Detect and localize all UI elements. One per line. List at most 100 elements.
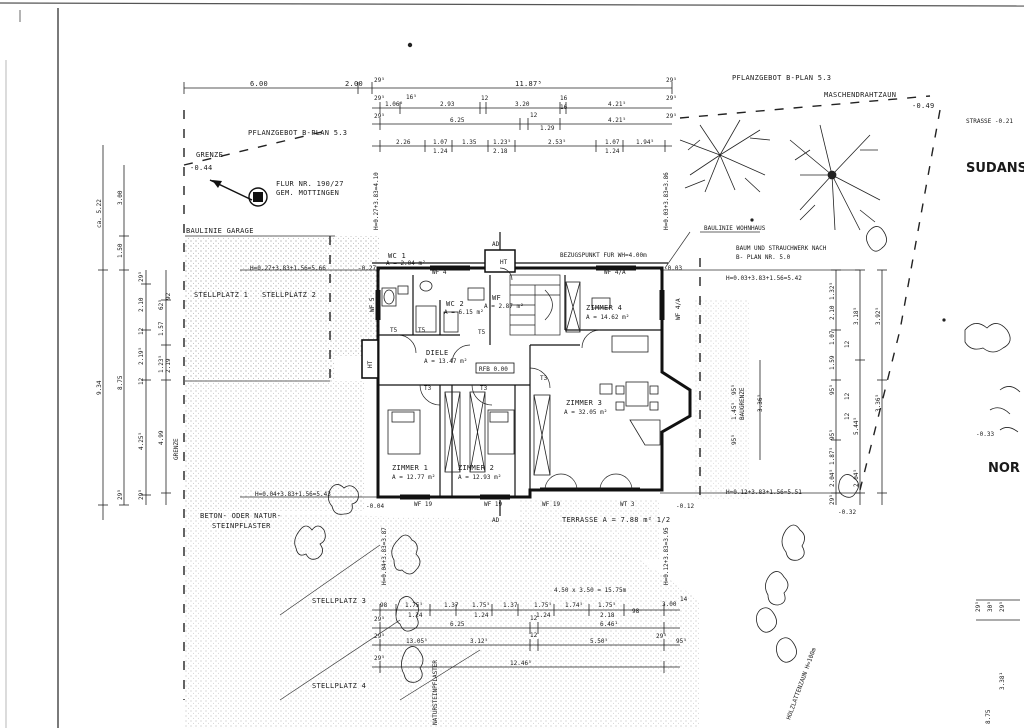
reference-level-label: RFB 0.00 [479,366,508,373]
dim-bottom-r3: 13.05⁵ [406,638,428,645]
door-tag: T3 [424,385,432,392]
dim-right: 3.36⁵ [757,394,764,412]
dim-bottom-r1: 98 [632,608,640,615]
room-zimmer3-area: A = 32.05 m² [564,409,607,416]
dim-right: 95⁵ [731,434,738,445]
dim-left: ca. 5.22 [96,199,103,228]
dim-top-r1-c: 11.87⁵ [515,80,542,88]
dim-right: 2.10 [829,305,836,320]
dim-left: 12 [138,377,145,385]
dim-right: 12 [844,340,851,348]
dim-end: 29⁵ [374,655,385,662]
dim-left: 1.23⁵ [158,355,165,373]
dim-right: 29⁵ [829,494,836,505]
dim-bottom-r1: 1.37 [444,602,459,609]
dim-top-r4: 1.07 [433,139,448,146]
window-tag: WF 19 [484,501,502,508]
dim-right: 1.87⁵ [829,447,836,465]
street-name-label: SUDANS [966,161,1024,176]
dim-bottom-r1: 1.74⁵ [565,602,583,609]
window-tag: WF 5 [369,297,376,312]
paving-areas [185,236,749,728]
dim-left: 12 [138,327,145,335]
dim-left: 2.19⁵ [138,347,145,365]
room-wf-area: A = 2.87 m² [484,303,524,310]
bathroom-fixtures [381,280,485,333]
elevation-044: -0.44 [190,164,213,172]
height-left-top: H=0.27+3.83+1.56=5.66 [250,265,326,272]
stellplatz-1-label: STELLPLATZ 1 [194,291,248,299]
dim-left: 9.34 [96,380,103,395]
room-wc1-area: A = 2.04 m² [386,260,426,267]
baulinie-garage-label: BAULINIE GARAGE [186,227,254,235]
dim-right: 1.07 [829,330,836,345]
elevation-049: -0.49 [912,102,935,110]
north-arrow-icon [209,179,268,207]
dim-right: 1.59 [829,355,836,370]
dim-left: 29⁵ [117,489,124,500]
dim-bottom-r1b: 2.18 [600,612,615,619]
dim-top-r2: 12 [481,95,489,102]
stellplatz-2-label: STELLPLATZ 2 [262,291,316,299]
dim-end: 29⁵ [656,633,667,640]
door-tag: T3 [540,375,548,382]
window-tag: WF 4/A [675,298,682,320]
grenze-left-label: GRENZE [173,438,180,460]
room-zimmer2-name: ZIMMER 2 [458,464,494,472]
dim-right: 1.45⁵ [731,402,738,420]
holzlattenzaun-label: HOLZLATTENZAUN H=100m [785,647,818,721]
height-vertical-top-left: H=0.27+3.83=4.10 [373,172,380,230]
dim-top-r3: 6.25 [450,117,465,124]
dim-end: 29⁵ [374,616,385,623]
dim-bottom-r1b: 1.24 [474,612,489,619]
dim-end: 29⁵ [666,77,677,84]
room-diele-area: A = 13.47 m² [424,358,467,365]
windows [375,265,665,500]
terrasse-dimension: 4.50 x 3.50 = 15.75m [554,587,627,594]
window-tag: WF 19 [414,501,432,508]
maschendrahtzaun-label: MASCHENDRAHTZAUN [824,91,896,99]
left-dimensions: ca. 5.22 3.00 1.50 9.34 8.75 29⁵ 29⁵ 2.1… [96,145,172,520]
elevation-004: -0.04 [366,503,384,510]
dim-left: 29⁵ [138,271,145,282]
dim-top-r3: 4.21⁵ [608,117,626,124]
dim-top-r4: 2.26 [396,139,411,146]
dim-right: 12 [844,412,851,420]
elevation-003: -0.03 [664,265,682,272]
dim-top-r4: 1.35 [462,139,477,146]
dim-right: 2.04⁵ [829,469,836,487]
elevation-032: -0.32 [838,509,856,516]
room-wc2-area: A = 6.15 m² [444,309,484,316]
room-zimmer4-area: A = 14.62 m² [586,314,629,321]
dim-bottom-r1b: 1.24 [408,612,423,619]
dim-end: 29⁵ [666,113,677,120]
dim-end: 16 [560,95,568,102]
dim-end: 16⁵ [406,94,417,101]
dim-far-right: 29⁵ [999,601,1006,612]
shrub-icon [294,226,1021,683]
dim-left: 1.50 [117,243,124,258]
door-swings [397,267,633,491]
room-wc2-name: WC 2 [446,300,464,308]
door-tag: T5 [418,327,426,334]
dim-end: 29⁵ [374,95,385,102]
dim-top-r2: 3.20 [515,101,530,108]
dim-top-r4: 1.94⁵ [636,139,654,146]
bezugspunkt-label: BEZUGSPUNKT FUR WH=4.00m [560,252,647,259]
height-vertical-top-right: H=0.03+3.83=3.86 [663,172,670,230]
room-zimmer2-area: A = 12.93 m² [458,474,501,481]
dim-right: 1.32⁵ [829,282,836,300]
door-tag: HT [500,259,508,266]
dim-bottom-r1: 3.00 [662,601,677,608]
room-zimmer1-name: ZIMMER 1 [392,464,428,472]
dim-right: 95⁵ [829,384,836,395]
gemarkung-label: GEM. MOTTINGEN [276,189,339,197]
room-zimmer4-name: ZIMMER 4 [586,304,622,312]
dim-far-right: 8.75 [985,709,992,724]
pflanzgebot-left-label: PFLANZGEBOT B-PLAN 5.3 [248,129,347,137]
dim-end: 29⁵ [374,113,385,120]
door-tag: T3 [480,385,488,392]
height-vertical-bottom-left: H=0.04+3.83=3.87 [381,527,388,585]
dim-top-r4: 1.07 [605,139,620,146]
